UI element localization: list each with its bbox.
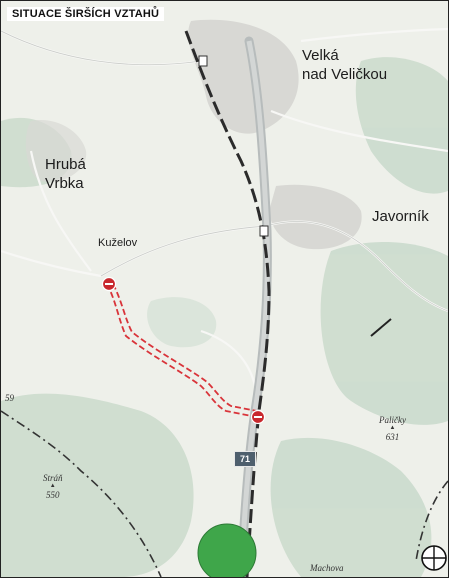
route-start-marker: [101, 276, 117, 292]
town-javornik: Javorník: [372, 208, 429, 225]
village-kuzelov: Kuželov: [98, 237, 138, 249]
border-line: [1, 410, 162, 577]
peak-edge-elevation: 59: [5, 393, 14, 403]
green-point-marker: [197, 523, 257, 577]
builtup-areas: [25, 19, 362, 250]
railway-station-icon: [198, 55, 269, 237]
road-number-shield: 71: [234, 451, 256, 467]
town-hruba-vrbka: Hrubá Vrbka: [45, 156, 86, 192]
peak-stran: Stráň ▲ 550: [43, 473, 63, 500]
town-velka-nad-velickou: Velká nad Veličkou: [302, 47, 388, 83]
minor-roads-outline: [1, 30, 448, 312]
route-end-marker: [250, 409, 266, 425]
compass-icon: [421, 545, 447, 571]
peak-palicky: Paličky ▲ 631: [379, 415, 406, 442]
proposed-route: [106, 283, 258, 418]
map-title: SITUACE ŠIRŠÍCH VZTAHŮ: [7, 7, 165, 21]
peak-machova: Machova: [310, 563, 344, 573]
